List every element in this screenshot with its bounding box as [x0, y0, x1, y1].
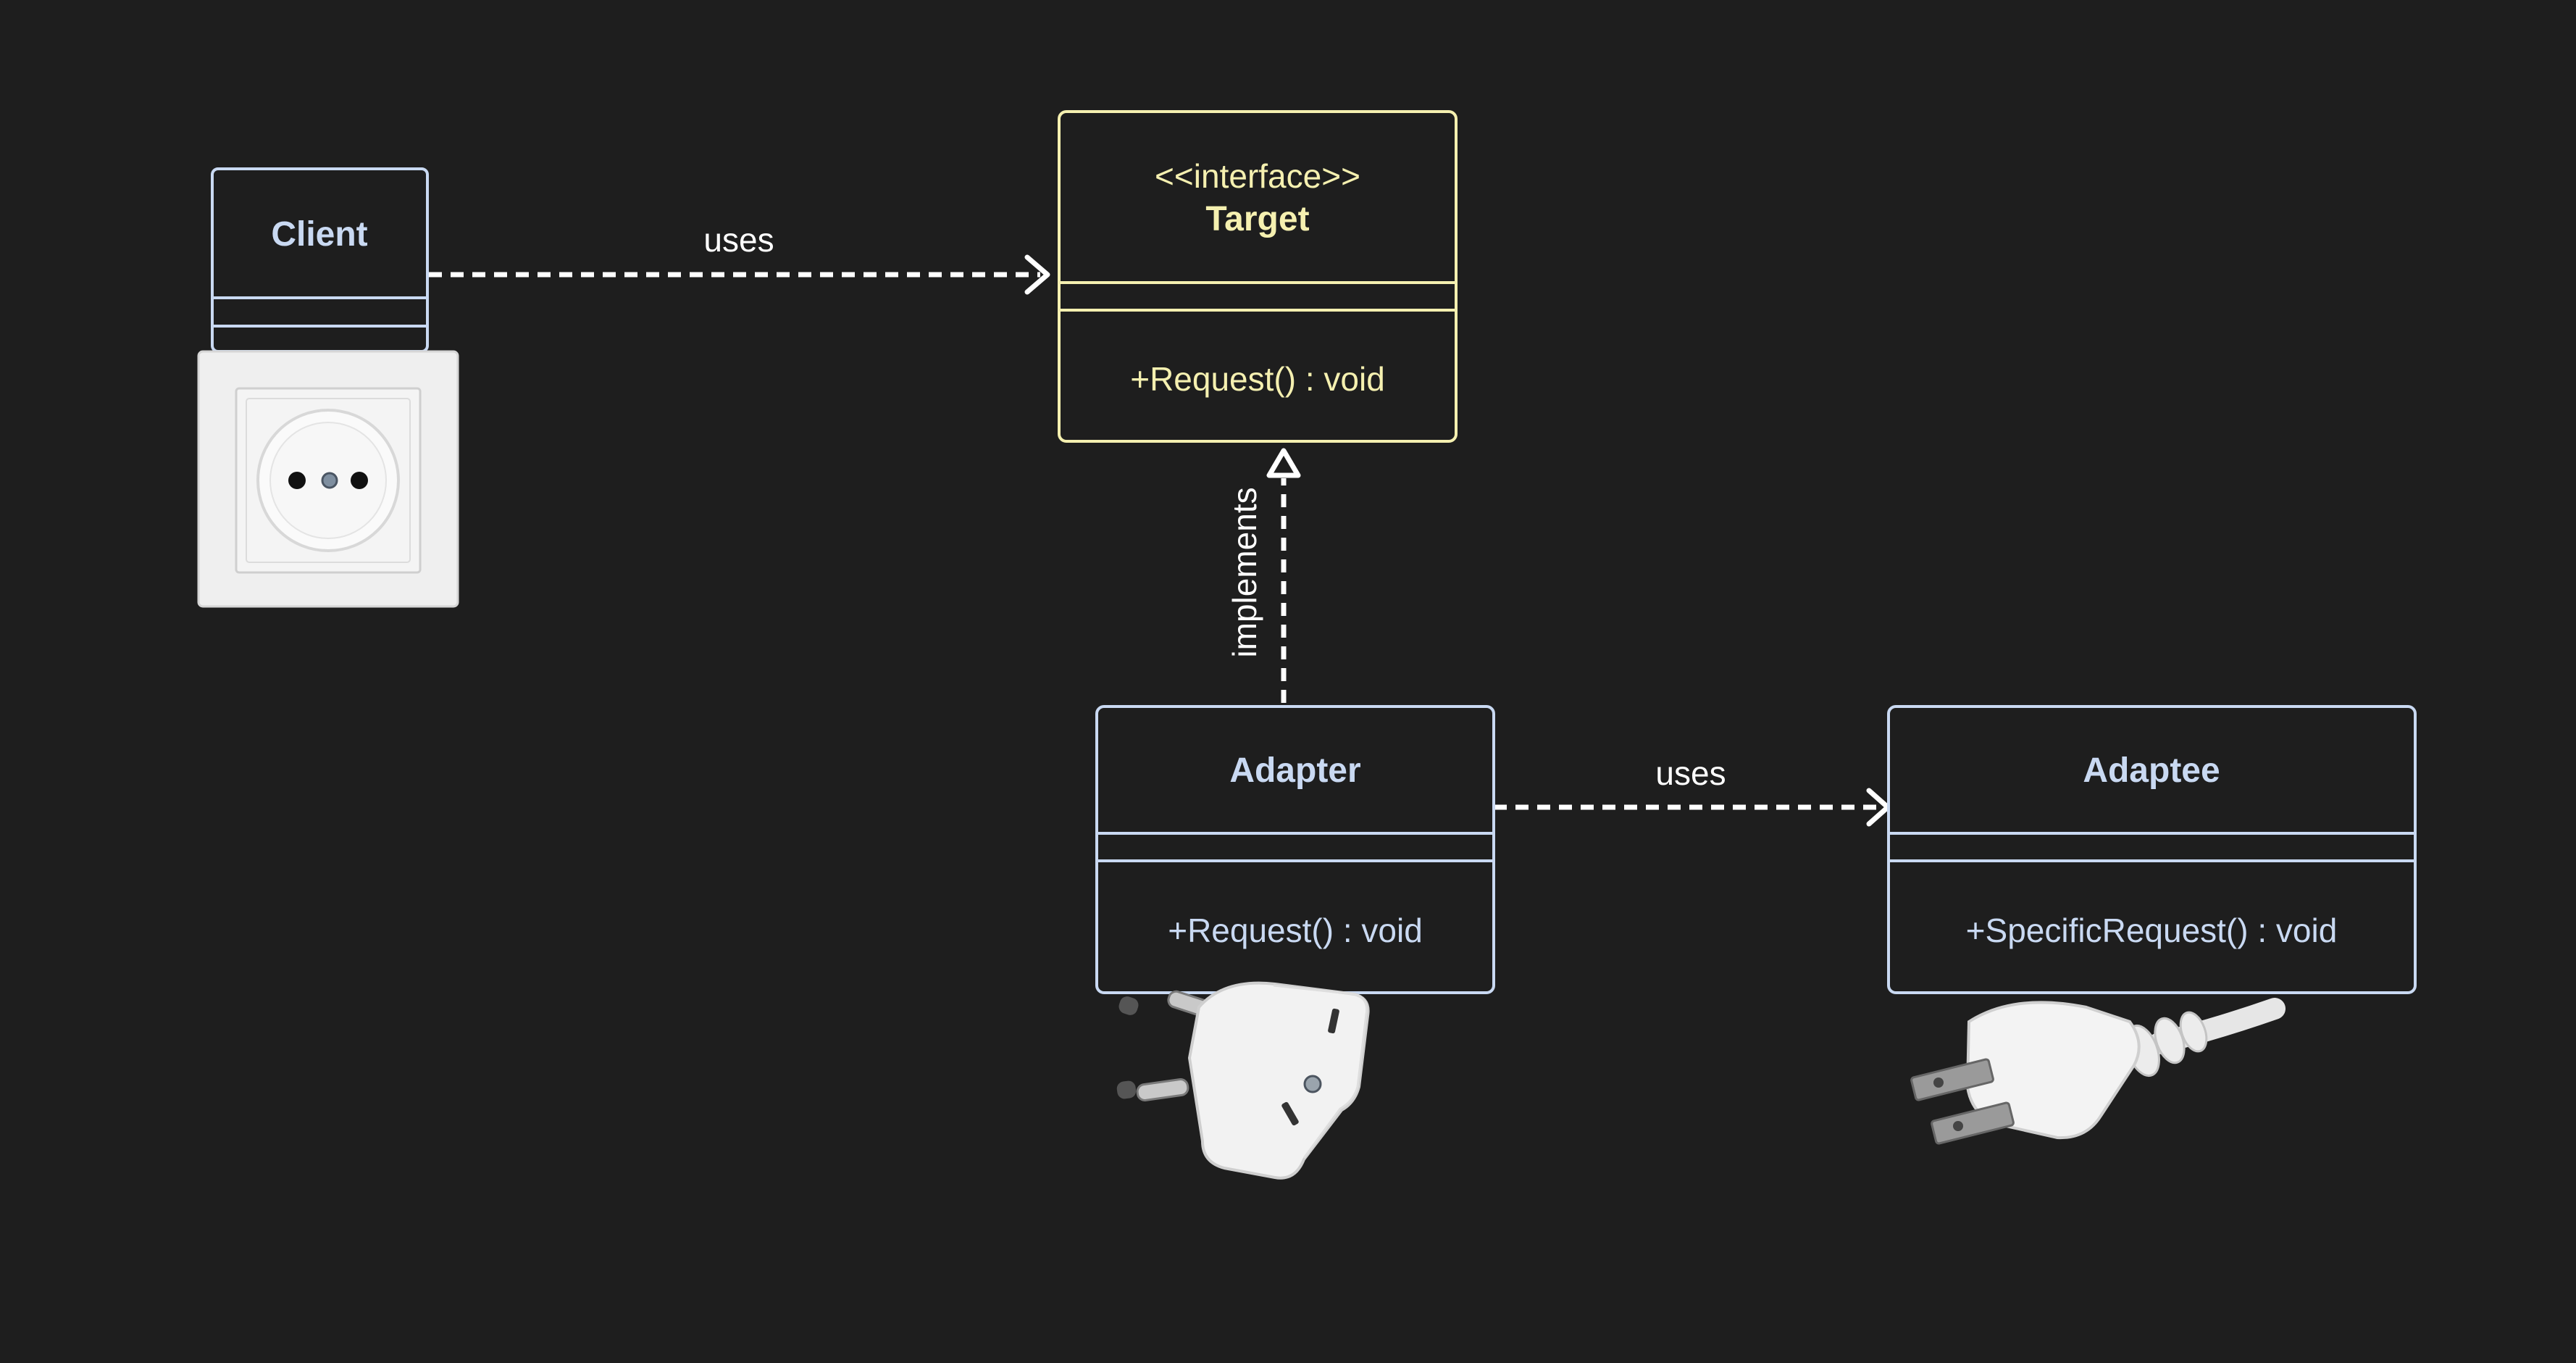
open-arrow-head-icon: [1024, 254, 1050, 295]
edge-adapter-uses-adaptee: uses: [1494, 754, 1891, 827]
edge-adapter-target-label: implements: [1226, 487, 1263, 657]
edge-client-uses-target: uses: [429, 221, 1050, 295]
us-plug-icon: [1910, 998, 2286, 1145]
edge-adapter-implements-target: implements: [1226, 448, 1301, 703]
edge-client-target-label: uses: [703, 221, 774, 259]
class-client-name: Client: [271, 215, 367, 254]
edge-adapter-adaptee-label: uses: [1655, 754, 1726, 792]
class-adapter-frame: [1095, 705, 1495, 994]
class-adaptee-frame: [1887, 705, 2417, 994]
class-client-frame: [211, 167, 429, 353]
wall-socket-icon: [197, 350, 459, 608]
hollow-triangle-head-icon: [1266, 448, 1301, 478]
class-adaptee-method: +SpecificRequest() : void: [1966, 912, 2338, 949]
class-target-stereotype: <<interface>>: [1155, 157, 1360, 195]
plug-adapter-icon: [1116, 981, 1370, 1180]
class-adapter-name: Adapter: [1229, 751, 1360, 790]
class-client[interactable]: Client: [211, 167, 429, 353]
class-adaptee-name: Adaptee: [2083, 751, 2220, 790]
class-target-method: +Request() : void: [1130, 360, 1385, 398]
class-adapter[interactable]: Adapter +Request() : void: [1095, 705, 1495, 994]
class-target[interactable]: <<interface>> Target +Request() : void: [1058, 110, 1458, 443]
class-adaptee[interactable]: Adaptee +SpecificRequest() : void: [1887, 705, 2417, 994]
class-target-name: Target: [1205, 200, 1309, 238]
class-target-frame: [1058, 110, 1458, 443]
class-adapter-method: +Request() : void: [1168, 912, 1423, 949]
